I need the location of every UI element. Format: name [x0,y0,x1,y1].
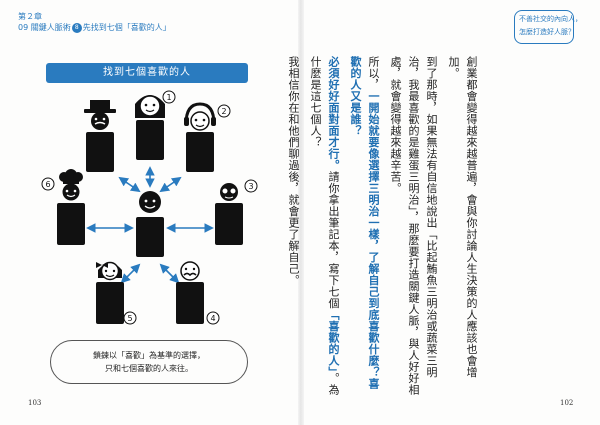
section-prefix: 09 關鍵人脈術 [18,23,71,32]
paragraph-1: 創業都會變得越來越普遍，會與你討論人生決策的人應該也會增加。 [447,56,478,378]
number-6: 6 [45,180,50,189]
network-diagram: 1 2 [41,90,258,325]
section-number-badge: 8 [71,23,82,33]
arrow-up-left [118,176,141,193]
number-4: 4 [210,314,215,323]
page-number-right: 102 [560,399,574,407]
section-title: 先找到七個「喜歡的人」 [82,23,171,32]
person-6: 6 [41,169,85,245]
person-3: 3 [215,179,258,245]
paragraph-3-lead: 所以， [367,56,380,91]
person-hat [84,100,116,172]
diagram-title: 找到七個喜歡的人 [46,63,248,83]
caption-line-1: 鎖鍊以「喜歡」為基準的選擇， [93,351,205,360]
paragraph-5: 我相信你在和他們聊過後，就會更了解自己。 [287,56,300,286]
person-1: 1 [135,90,176,160]
arrow-down-left [120,263,141,284]
header-right-line-1: 不善社交的內向人， [519,15,582,23]
number-5: 5 [127,314,132,323]
person-4: 4 [176,261,220,325]
paragraph-2: 到了那時，如果無法有自信地說出「比起鮪魚三明治或蔬菜三明治，我最喜歡的是雞蛋三明… [389,56,438,396]
paragraph-4-quote: 「喜歡的人」 [327,309,340,373]
paragraph-3: 所以，一開始就要像選擇三明治一樣，了解自己到底喜歡什麼？喜歡的人又是誰？ [346,56,382,396]
paragraph-4-text: 請你拿出筆記本，寫下七個 [327,171,340,309]
arrow-down-right [159,263,180,284]
arrow-up-right [159,176,182,193]
paragraph-3-emphasis: 一開始就要像選擇三明治一樣，了解自己到底喜歡什麼？喜歡的人又是誰？ [349,56,380,390]
paragraph-4: 必須好好面對面才行。請你拿出筆記本，寫下七個「喜歡的人」。為什麼是這七個人？ [306,56,342,396]
header-right-line-2: 怎麼打造好人脈？ [519,28,575,36]
paragraph-4-emphasis: 必須好好面對面才行。 [327,56,340,171]
number-3: 3 [248,182,253,191]
chapter-label: 第２章 [18,12,42,21]
paragraph-4-tail: 。為什麼是這七個人？ [309,56,340,396]
number-1: 1 [166,93,171,102]
number-2: 2 [221,107,226,116]
body-text: 創業都會變得越來越普遍，會與你討論人生決策的人應該也會增加。 到了那時，如果無法… [280,56,480,396]
person-2: 2 [184,102,231,172]
right-page-header: 不善社交的內向人， 怎麼打造好人脈？ [514,10,582,44]
page-number-left: 103 [28,399,42,407]
diagram-caption: 鎖鍊以「喜歡」為基準的選擇， 只和七個喜歡的人來往。 [50,340,248,384]
book-gutter [298,0,304,425]
person-5: 5 [96,261,137,325]
caption-line-2: 只和七個喜歡的人來往。 [105,364,193,373]
person-center [136,191,164,257]
